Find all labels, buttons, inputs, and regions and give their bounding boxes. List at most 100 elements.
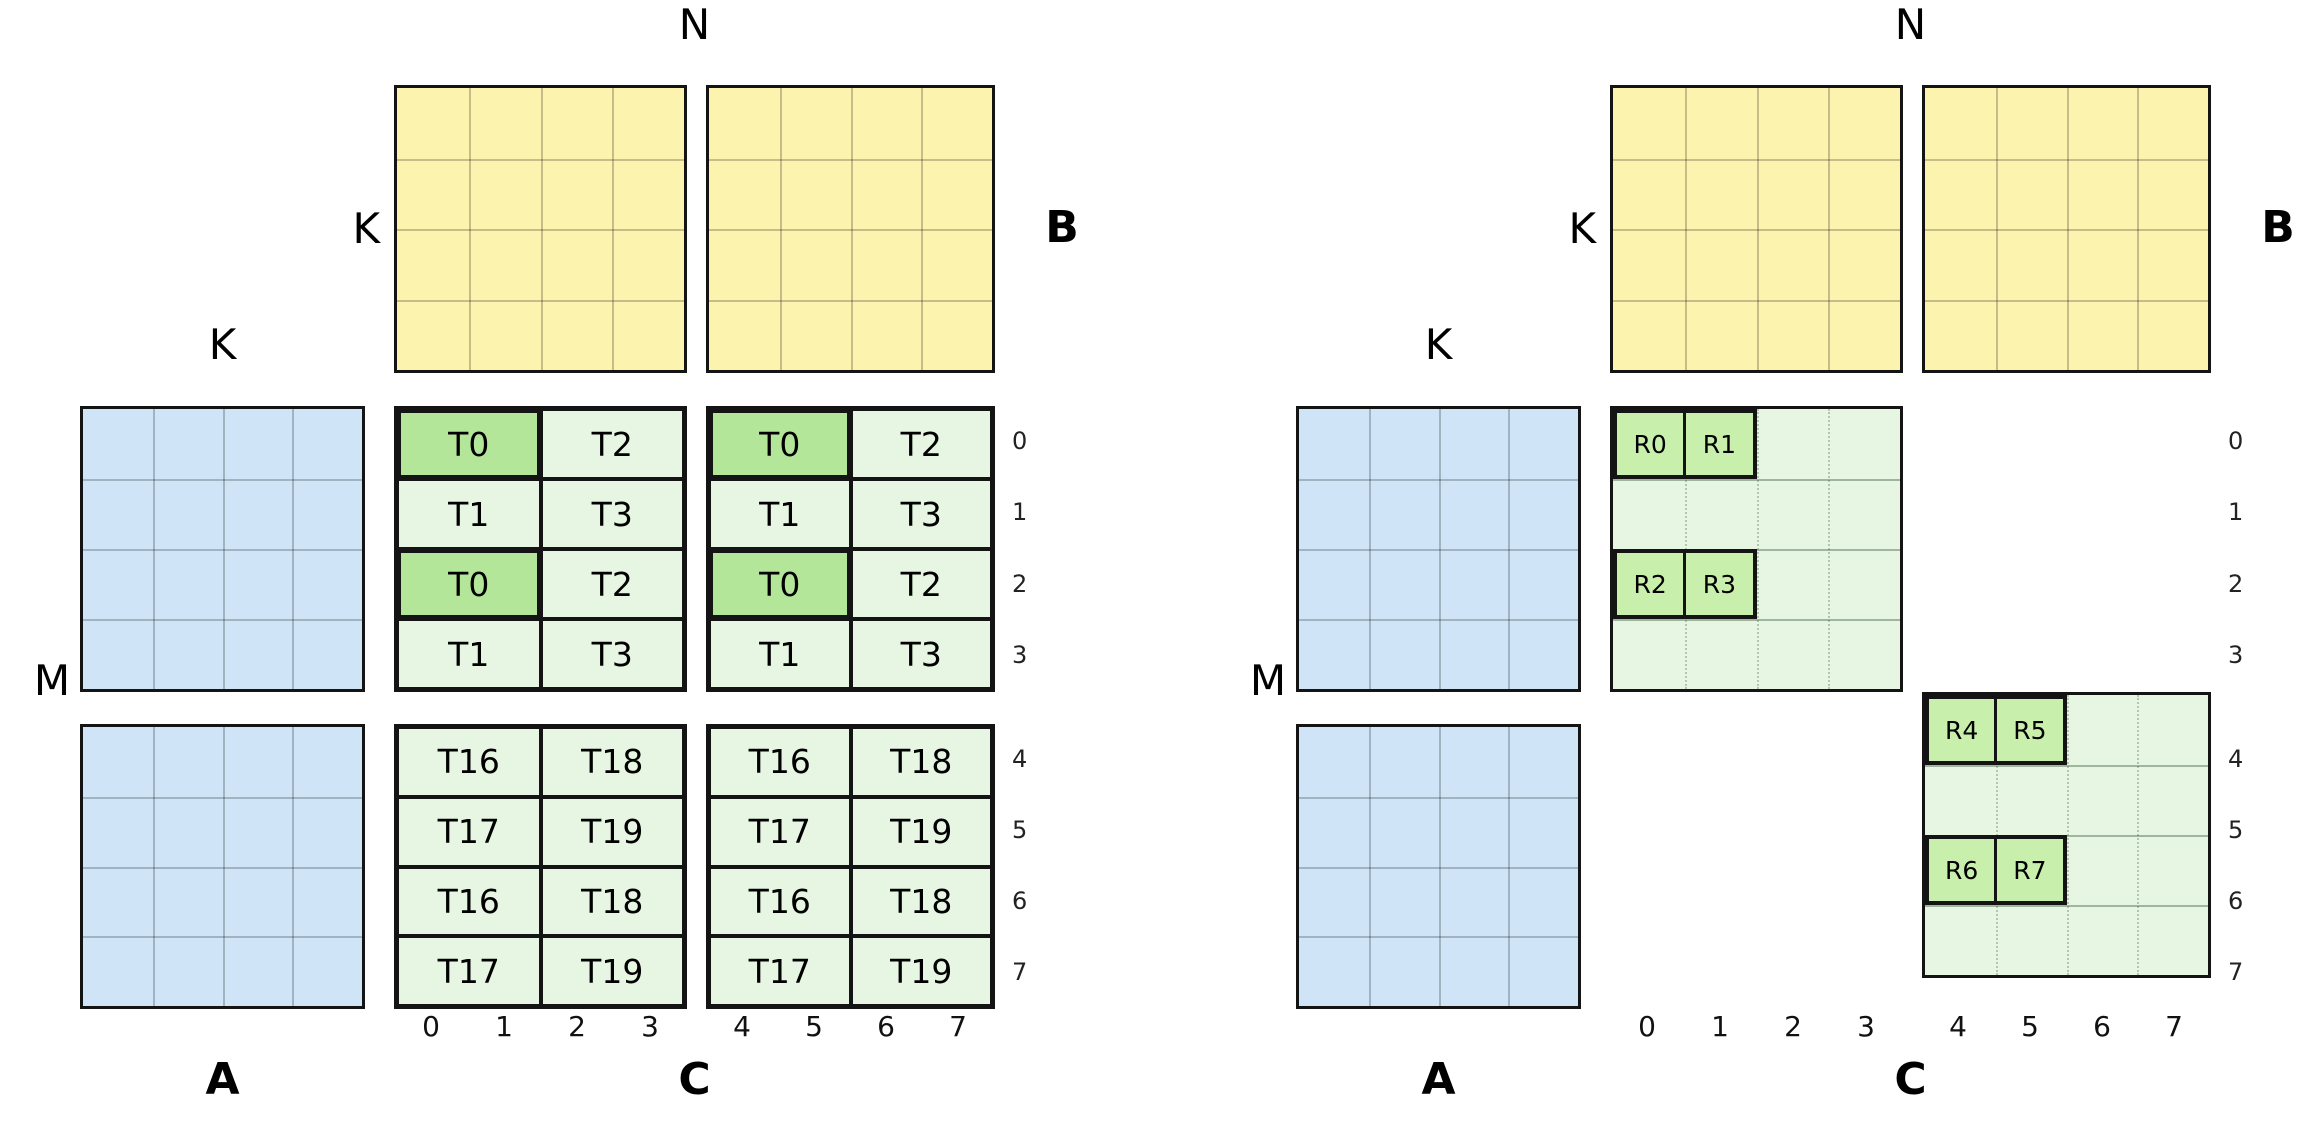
- matrix-a-block-bottom: [1296, 724, 1581, 1009]
- register-tile-group: R6 R7: [1925, 835, 2067, 905]
- grid-line: [709, 299, 992, 302]
- grid-line: [612, 88, 615, 370]
- c-thread-tile: T0: [397, 549, 541, 619]
- c-thread-tile: T1: [709, 479, 851, 549]
- grid-line: [1299, 549, 1578, 551]
- row-index: 2: [2228, 570, 2244, 598]
- left-diagram-thread-tiles: N K B K M: [34, 0, 1095, 1126]
- grid-line: [83, 619, 362, 621]
- col-index: 0: [422, 1010, 440, 1043]
- c-thread-tile: T16: [709, 866, 851, 937]
- grid-line: [397, 158, 684, 161]
- grid-line: [222, 409, 225, 689]
- grid-line: [1613, 229, 1900, 231]
- matrix-b-block-left: [394, 85, 687, 373]
- c-thread-tile: T19: [540, 796, 684, 867]
- n-axis-label: N: [1894, 0, 1927, 49]
- m-axis-label: M: [1249, 656, 1287, 705]
- register-tile: R5: [1994, 699, 2062, 761]
- row-index: 3: [1012, 641, 1028, 669]
- register-tile: R6: [1944, 855, 1979, 885]
- grid-line: [152, 727, 155, 1006]
- col-index: 2: [568, 1010, 586, 1043]
- row-index: 0: [2228, 427, 2244, 455]
- row-index: 0: [1012, 427, 1028, 455]
- c-thread-tile: T17: [397, 936, 541, 1006]
- matrix-a-label: A: [205, 1054, 240, 1105]
- matrix-b-label: B: [1045, 202, 1079, 253]
- row-index: 3: [2228, 641, 2244, 669]
- grid-line: [397, 229, 684, 231]
- matrix-a-label: A: [1421, 1054, 1456, 1105]
- col-index: 1: [1711, 1010, 1729, 1043]
- grid-line: [292, 409, 295, 689]
- c-thread-tile: T1: [397, 619, 541, 689]
- c-thread-tile: T16: [397, 866, 541, 937]
- grid-line: [2066, 88, 2069, 370]
- c-thread-tile: T19: [540, 936, 684, 1006]
- register-tile-group: R2 R3: [1613, 549, 1757, 619]
- c-thread-tile: T3: [850, 619, 992, 689]
- grid-line: [1995, 88, 1998, 370]
- grid-line: [2137, 88, 2140, 370]
- col-index: 0: [1638, 1010, 1656, 1043]
- grid-line: [1613, 479, 1900, 481]
- row-index: 1: [1012, 498, 1028, 526]
- grid-line: [468, 88, 471, 370]
- grid-line: [1613, 158, 1900, 161]
- grid-line: [1684, 88, 1687, 370]
- row-index: 2: [1012, 570, 1028, 598]
- matrix-a-block-bottom: [80, 724, 365, 1009]
- c-thread-tile: T2: [850, 549, 992, 619]
- c-thread-tile: T19: [850, 936, 992, 1006]
- c-thread-tile: T0: [709, 549, 851, 619]
- m-axis-label: M: [33, 656, 71, 705]
- row-index: 4: [2228, 745, 2244, 773]
- grid-line: [1299, 796, 1578, 799]
- col-index: 6: [2093, 1010, 2111, 1043]
- c-thread-tile: T18: [850, 866, 992, 937]
- right-diagram-register-tiles: N K B K M: [1250, 0, 2300, 1126]
- c-thread-tile: T0: [397, 409, 541, 479]
- grid-line: [2137, 695, 2140, 975]
- matrix-b-block-right: [1922, 85, 2211, 373]
- grid-line: [83, 936, 362, 939]
- c-thread-tile: T17: [709, 936, 851, 1006]
- c-thread-tile: T16: [397, 727, 541, 797]
- col-index: 1: [495, 1010, 513, 1043]
- col-index: 2: [1784, 1010, 1802, 1043]
- grid-line: [1925, 299, 2208, 302]
- grid-line: [1508, 727, 1511, 1006]
- matrix-c-block-topright: R4 R5 R6 R7: [1922, 692, 2211, 978]
- grid-line: [1828, 409, 1831, 689]
- matrix-c-block-topright: T0 T2 T1 T3 T0 T2 T1 T3: [706, 406, 995, 692]
- c-thread-tile: T2: [850, 409, 992, 479]
- col-index: 7: [2165, 1010, 2183, 1043]
- col-index: 4: [733, 1010, 751, 1043]
- grid-line: [1438, 409, 1441, 689]
- grid-line: [1299, 936, 1578, 939]
- grid-line: [1925, 905, 2208, 907]
- k-axis-label-a: K: [1424, 320, 1453, 369]
- grid-line: [540, 88, 543, 370]
- row-index: 1: [2228, 498, 2244, 526]
- c-thread-tile: T17: [709, 796, 851, 867]
- row-index: 4: [1012, 745, 1028, 773]
- col-index: 5: [805, 1010, 823, 1043]
- row-index: 7: [1012, 958, 1028, 986]
- c-thread-tile: T16: [709, 727, 851, 797]
- grid-line: [850, 88, 853, 370]
- register-tile-group: R4 R5: [1925, 695, 2067, 765]
- grid-line: [1299, 866, 1578, 869]
- grid-line: [292, 727, 295, 1006]
- grid-line: [83, 866, 362, 869]
- grid-line: [1438, 727, 1441, 1006]
- row-index: 7: [2228, 958, 2244, 986]
- grid-line: [1613, 549, 1900, 551]
- grid-line: [83, 479, 362, 481]
- grid-line: [779, 88, 782, 370]
- grid-line: [921, 88, 924, 370]
- c-thread-tile: T2: [540, 549, 684, 619]
- grid-line: [1756, 88, 1759, 370]
